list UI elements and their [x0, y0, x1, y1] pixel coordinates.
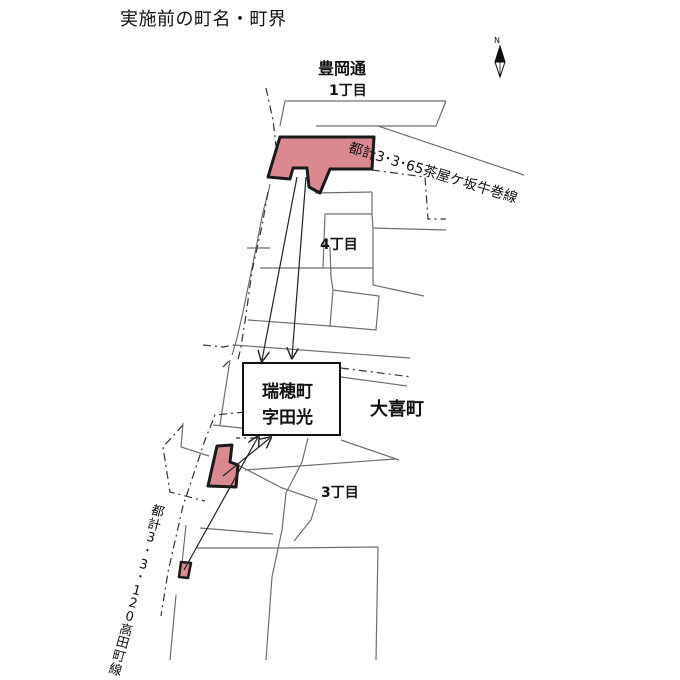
street-line: [340, 439, 400, 461]
street-line: [268, 183, 271, 190]
street-network: [169, 100, 525, 661]
district-name-daiki: 大喜町: [370, 399, 424, 420]
boundary-line: [162, 424, 206, 502]
street-line: [279, 100, 286, 127]
boundary-line: [371, 169, 446, 220]
boundary-line: [202, 344, 235, 348]
target-area-line2: 字田光: [262, 408, 313, 428]
transfer-arrow: [183, 437, 258, 571]
street-line: [314, 191, 373, 194]
street-line: [231, 461, 318, 542]
boundary-line: [265, 87, 277, 147]
street-line: [244, 458, 396, 471]
page-title: 実施前の町名・町界: [120, 9, 287, 30]
former-area-south: [177, 560, 193, 580]
street-line: [233, 344, 411, 359]
street-line: [329, 246, 334, 327]
street-line: [169, 594, 177, 661]
street-line: [322, 213, 326, 269]
street-line: [197, 546, 379, 549]
boundary-line: [340, 367, 413, 378]
street-line: [375, 546, 379, 661]
boundary-line: [237, 191, 269, 361]
street-line: [199, 527, 274, 535]
target-area-box: [242, 362, 341, 436]
street-line: [372, 284, 425, 297]
street-line: [377, 125, 525, 176]
district-1chome-label: 1丁目: [329, 83, 367, 99]
street-line: [212, 424, 243, 429]
street-line: [219, 359, 231, 426]
street-line: [340, 376, 408, 387]
street-line: [316, 100, 447, 127]
street-line: [371, 213, 447, 231]
chome-4-label: 4丁目: [320, 237, 358, 253]
north-arrow-icon: [494, 44, 506, 79]
boundary-line: [160, 411, 246, 617]
former-town-area: [177, 135, 376, 580]
boundary-line: [222, 359, 231, 368]
target-area-line1: 瑞穂町: [262, 382, 313, 402]
transfer-arrows: [183, 176, 307, 571]
transfer-arrow: [292, 176, 307, 357]
transfer-arrow: [262, 176, 298, 360]
former-area-west: [206, 443, 240, 489]
street-line: [231, 341, 237, 356]
former-area-north: [266, 135, 376, 195]
district-name-toyookadori: 豊岡通: [318, 59, 367, 78]
street-line: [235, 211, 264, 343]
street-line: [329, 289, 380, 331]
north-label: N: [494, 36, 500, 45]
street-line: [265, 437, 309, 661]
chome-3-label: 3丁目: [321, 485, 359, 501]
street-line: [180, 422, 210, 457]
street-line: [247, 319, 331, 327]
